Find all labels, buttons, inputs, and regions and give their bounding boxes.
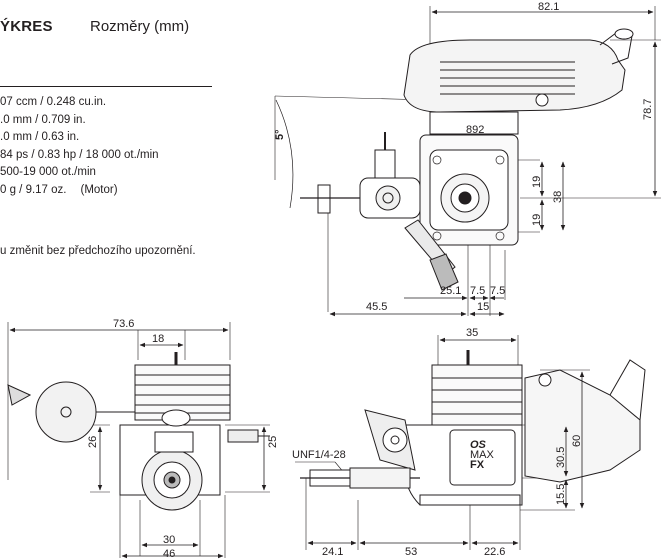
thread-label: UNF1/4-28 xyxy=(292,449,346,461)
spec-bore: .0 mm / 0.709 in. xyxy=(0,113,86,126)
spec-rpm-range: 500-19 000 ot./min xyxy=(0,166,96,178)
spec-power: 84 ps / 0.83 hp / 18 000 ot./min xyxy=(0,148,159,161)
dim-25: 25 xyxy=(267,436,279,448)
dim-26: 26 xyxy=(87,436,99,448)
dim-30-5: 30.5 xyxy=(555,447,567,468)
drawing-title: ÝKRES xyxy=(0,18,53,35)
dim-height-right: 78.7 xyxy=(642,99,654,120)
front-view-dimension-lines xyxy=(9,327,267,559)
side-view-dimension-lines xyxy=(307,337,585,546)
engine-side-view xyxy=(295,335,646,550)
dim-18: 18 xyxy=(152,333,164,345)
dim-15-5: 15.5 xyxy=(555,484,567,505)
dim-15: 15 xyxy=(477,301,489,313)
dim-7-5-b: 7.5 xyxy=(490,285,505,297)
dim-7-5-a: 7.5 xyxy=(470,285,485,297)
dim-19-upper: 19 xyxy=(531,176,543,188)
engine-front-view xyxy=(7,322,270,558)
spec-weight: 0 g / 9.17 oz. xyxy=(0,183,67,196)
model-mark-bottom: FX xyxy=(470,459,485,471)
spec-stroke: .0 mm / 0.63 in. xyxy=(0,131,80,143)
dim-73-6: 73.6 xyxy=(113,318,134,330)
top-view-dimension-lines xyxy=(329,9,658,317)
dim-19-lower: 19 xyxy=(531,214,543,226)
dim-46: 46 xyxy=(163,548,175,560)
dim-53: 53 xyxy=(405,546,417,558)
engine-top-view xyxy=(274,6,661,316)
dim-35: 35 xyxy=(466,327,478,339)
dim-60: 60 xyxy=(571,435,583,447)
dim-top-width: 82.1 xyxy=(538,1,559,13)
dimensions-unit-label: Rozměry (mm) xyxy=(90,18,190,35)
dim-45-5: 45.5 xyxy=(366,301,387,313)
spec-displacement: 07 ccm / 0.248 cu.in. xyxy=(0,96,107,108)
spec-weight-motor-label: (Motor) xyxy=(80,183,118,196)
spec-weight-row: 0 g / 9.17 oz. (Motor) xyxy=(0,182,159,200)
spec-list: 07 ccm / 0.248 cu.in. .0 mm / 0.709 in. … xyxy=(0,94,159,199)
dim-30: 30 xyxy=(163,534,175,546)
dim-25-1: 25.1 xyxy=(440,285,461,297)
dim-22-6: 22.6 xyxy=(484,546,505,558)
dim-angle: 5° xyxy=(274,129,286,140)
label-892: 892 xyxy=(466,124,484,136)
dim-38: 38 xyxy=(552,191,564,203)
brand-mark: OS xyxy=(470,439,487,451)
model-mark-top: MAX xyxy=(470,449,495,461)
spec-divider xyxy=(0,86,212,87)
disclaimer-note: u změnit bez předchozího upozornění. xyxy=(0,245,196,257)
dim-24-1: 24.1 xyxy=(322,546,343,558)
